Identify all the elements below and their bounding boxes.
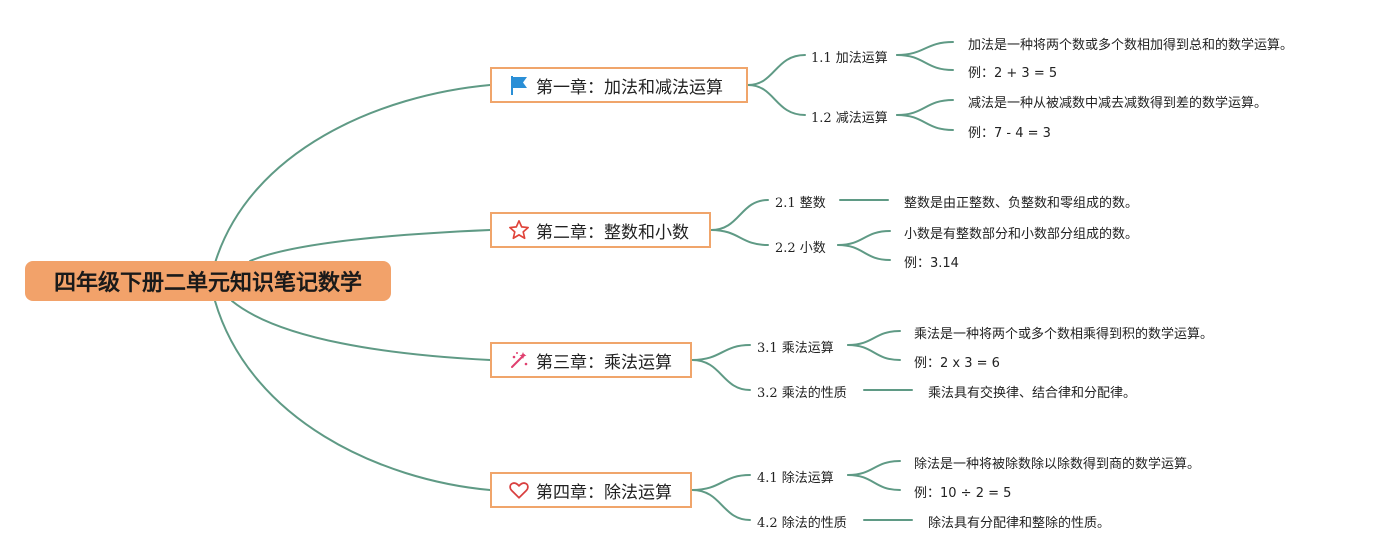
note-4-1-example[interactable]: 例：10 ÷ 2 = 5	[914, 486, 1012, 501]
note-4-2-definition[interactable]: 除法具有分配律和整除的性质。	[928, 516, 1111, 531]
note-2-2-example[interactable]: 例：3.14	[904, 256, 959, 271]
sec-1-2-to-note-2	[896, 114, 954, 131]
note-3-1-definition[interactable]: 乘法是一种将两个或多个数相乘得到积的数学运算。	[914, 327, 1214, 342]
note-2-1-definition[interactable]: 整数是由正整数、负整数和零组成的数。	[904, 196, 1139, 211]
flag-icon	[508, 74, 530, 96]
star-icon	[508, 219, 530, 241]
sec-4-1-to-note-1	[847, 460, 901, 476]
ch4-to-sec-4-1	[691, 474, 751, 491]
section-3-1[interactable]: 3.1 乘法运算	[757, 341, 834, 356]
section-1-2[interactable]: 1.2 减法运算	[811, 111, 888, 126]
ch2-to-sec-2-2	[710, 229, 769, 246]
chapter-2-title: 第二章：整数和小数	[536, 222, 689, 243]
chapter-4-title: 第四章：除法运算	[536, 482, 672, 503]
sec-4-1-to-note-2	[847, 474, 901, 491]
root-to-chapter-3	[231, 300, 491, 361]
ch2-to-sec-2-1	[710, 199, 769, 231]
root-to-chapter-2	[249, 229, 491, 262]
chapter-3-title: 第三章：乘法运算	[536, 352, 672, 373]
ch3-to-sec-3-2	[691, 359, 751, 391]
chapter-4-node[interactable]: 第四章：除法运算	[490, 472, 692, 508]
note-3-1-example[interactable]: 例：2 x 3 = 6	[914, 356, 1000, 371]
sec-2-2-to-note-1	[837, 230, 891, 246]
section-4-1[interactable]: 4.1 除法运算	[757, 471, 834, 486]
note-1-1-example[interactable]: 例：2 + 3 = 5	[968, 66, 1058, 81]
sec-1-1-to-note-2	[896, 54, 954, 71]
section-2-1[interactable]: 2.1 整数	[775, 196, 826, 211]
note-1-2-example[interactable]: 例：7 - 4 = 3	[968, 126, 1051, 141]
chapter-1-node[interactable]: 第一章：加法和减法运算	[490, 67, 748, 103]
ch1-to-sec-1-2	[747, 84, 806, 116]
note-2-2-definition[interactable]: 小数是有整数部分和小数部分组成的数。	[904, 227, 1139, 242]
note-3-2-definition[interactable]: 乘法具有交换律、结合律和分配律。	[928, 386, 1137, 401]
note-1-2-definition[interactable]: 减法是一种从被减数中减去减数得到差的数学运算。	[968, 96, 1268, 111]
section-3-2[interactable]: 3.2 乘法的性质	[757, 386, 847, 401]
ch1-to-sec-1-1	[747, 54, 806, 86]
sec-1-2-to-note-1	[896, 99, 954, 116]
ch3-to-sec-3-1	[691, 344, 751, 361]
note-1-1-definition[interactable]: 加法是一种将两个数或多个数相加得到总和的数学运算。	[968, 38, 1294, 53]
section-1-1[interactable]: 1.1 加法运算	[811, 51, 888, 66]
ch4-to-sec-4-2	[691, 489, 751, 521]
section-2-2[interactable]: 2.2 小数	[775, 241, 826, 256]
sparkle-icon	[508, 349, 530, 371]
chapter-1-title: 第一章：加法和减法运算	[536, 77, 723, 98]
sec-3-1-to-note-1	[847, 330, 901, 346]
sec-1-1-to-note-1	[896, 41, 954, 56]
root-to-chapter-4	[214, 300, 491, 491]
note-4-1-definition[interactable]: 除法是一种将被除数除以除数得到商的数学运算。	[914, 457, 1201, 472]
root-to-chapter-1	[214, 84, 491, 264]
section-4-2[interactable]: 4.2 除法的性质	[757, 516, 847, 531]
chapter-2-node[interactable]: 第二章：整数和小数	[490, 212, 711, 248]
heart-icon	[508, 479, 530, 501]
sec-3-1-to-note-2	[847, 344, 901, 361]
chapter-3-node[interactable]: 第三章：乘法运算	[490, 342, 692, 378]
sec-2-2-to-note-2	[837, 244, 891, 261]
root-topic[interactable]: 四年级下册二单元知识笔记数学	[25, 261, 391, 301]
